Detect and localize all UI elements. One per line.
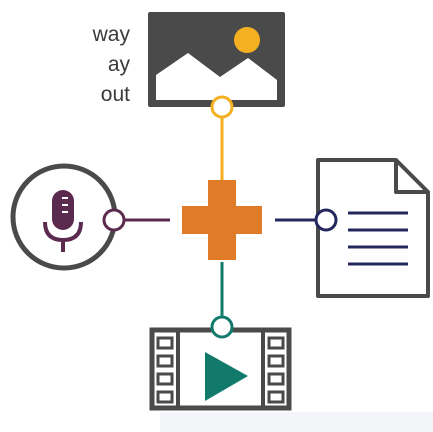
text-line-2: ay bbox=[107, 53, 130, 76]
text-line-1: way bbox=[92, 23, 130, 46]
sun-icon bbox=[234, 27, 260, 53]
background-hint bbox=[160, 412, 433, 432]
play-icon bbox=[205, 352, 248, 401]
microphone-icon bbox=[10, 163, 118, 271]
document-icon bbox=[316, 158, 430, 298]
connector-top-node bbox=[210, 95, 234, 119]
image-icon bbox=[148, 12, 285, 107]
connector-right-node bbox=[314, 208, 338, 232]
cropped-text-block: way ay out bbox=[0, 20, 130, 110]
video-icon bbox=[149, 327, 292, 411]
connector-left-node bbox=[102, 208, 126, 232]
connector-bottom-node bbox=[210, 315, 234, 339]
text-line-3: out bbox=[100, 83, 130, 106]
plus-icon bbox=[182, 180, 262, 260]
